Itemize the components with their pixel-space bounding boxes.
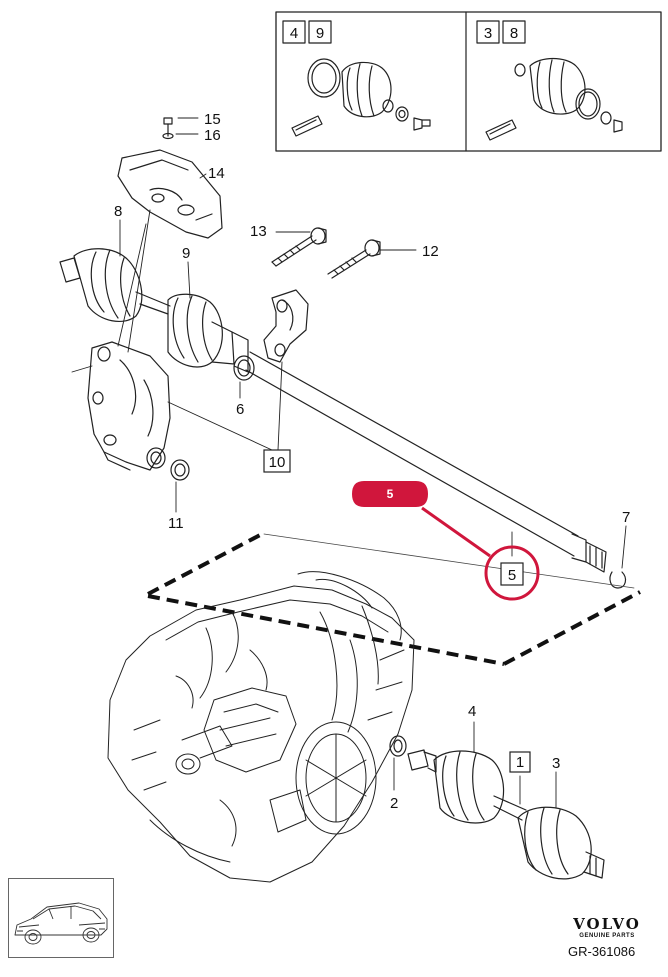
inset-right-part-a: 3 xyxy=(484,25,492,42)
highlight-pill[interactable] xyxy=(352,481,428,507)
brand-tagline: GENUINE PARTS xyxy=(579,933,635,939)
callout-4[interactable]: 4 xyxy=(468,703,476,720)
transmission-housing xyxy=(107,571,415,883)
highlight-pill-label: 5 xyxy=(387,487,394,501)
callout-7[interactable]: 7 xyxy=(622,509,630,526)
brand-name: VOLVO xyxy=(573,915,641,933)
leader-lines-lower xyxy=(393,721,557,809)
washer-11 xyxy=(170,459,190,481)
vehicle-thumbnail xyxy=(8,878,114,958)
callout-2[interactable]: 2 xyxy=(390,795,398,812)
callout-3[interactable]: 3 xyxy=(552,755,560,772)
highlight-ring xyxy=(484,545,540,601)
inset-panel xyxy=(275,11,662,152)
heat-shield-bracket xyxy=(117,149,223,239)
right-driveshaft xyxy=(389,735,605,880)
callout-15[interactable]: 15 xyxy=(204,111,221,128)
callout-13[interactable]: 13 xyxy=(250,223,267,240)
inset-right-part-b: 8 xyxy=(510,25,518,42)
callout-5[interactable]: 5 xyxy=(508,567,516,584)
callout-1-box[interactable]: 1 xyxy=(509,751,531,773)
callout-10[interactable]: 10 xyxy=(269,454,286,471)
callout-11[interactable]: 11 xyxy=(168,515,184,532)
inset-left-boot-kit xyxy=(291,58,431,137)
long-bolt-12 xyxy=(327,239,381,279)
callout-1[interactable]: 1 xyxy=(516,754,524,771)
callout-9[interactable]: 9 xyxy=(182,245,190,262)
leader-lines-upper xyxy=(71,117,627,569)
callout-8[interactable]: 8 xyxy=(114,203,122,220)
callout-16[interactable]: 16 xyxy=(204,127,221,144)
inset-left-part-b: 9 xyxy=(316,25,324,42)
bolt-and-washer-small xyxy=(162,117,174,140)
inset-right-boot-kit xyxy=(485,57,623,141)
brand-logo: VOLVO GENUINE PARTS xyxy=(560,916,654,940)
inset-left-part-a: 4 xyxy=(290,25,298,42)
highlight-part-5[interactable]: 5 5 xyxy=(352,481,540,601)
long-bolt-13 xyxy=(271,227,327,267)
dashed-detail-frame xyxy=(147,532,641,666)
bearing-support-bracket xyxy=(87,341,171,471)
support-clamp xyxy=(263,289,309,363)
diagram-reference: GR-361086 xyxy=(568,944,636,959)
car-icon xyxy=(14,902,108,945)
callout-12[interactable]: 12 xyxy=(422,243,439,260)
callout-6[interactable]: 6 xyxy=(236,401,244,418)
callout-10-box[interactable]: 10 xyxy=(263,449,291,473)
circlip-7 xyxy=(609,571,627,589)
left-driveshaft xyxy=(59,248,607,573)
callout-14[interactable]: 14 xyxy=(208,165,225,182)
